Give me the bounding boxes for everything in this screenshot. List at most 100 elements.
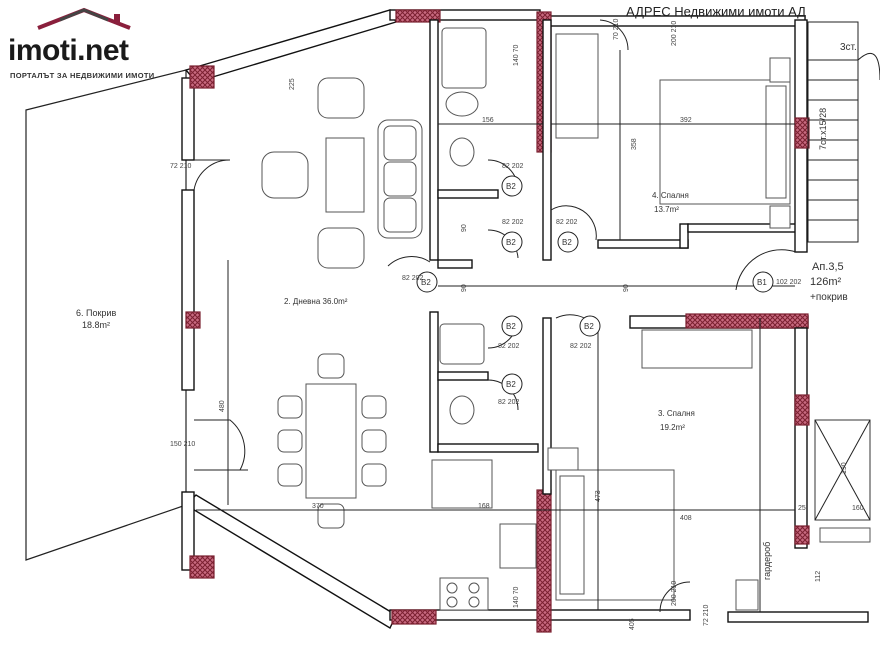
dining-chair	[361, 395, 387, 419]
column-right-2	[685, 313, 809, 329]
dim-text: 200 210	[671, 21, 678, 46]
room-name-cover: 6. Покрив	[76, 308, 116, 318]
door-size: 82 202	[402, 275, 424, 282]
dim-text: 405	[629, 618, 636, 630]
armchair-left	[261, 151, 309, 199]
column-bottom-1	[391, 609, 437, 625]
dim-text: 370	[312, 503, 324, 510]
apartment-area: 126m²	[810, 276, 842, 288]
sofa	[377, 119, 423, 239]
dim-text: 473	[595, 490, 602, 502]
door-tags	[416, 175, 774, 395]
dim-text: 408	[680, 515, 692, 522]
outer-wall-bottom	[184, 494, 397, 630]
door-size: 82 202	[570, 343, 592, 350]
dim-text: 156	[482, 117, 494, 124]
staircase	[807, 21, 880, 243]
dim-text: 112	[815, 571, 822, 582]
bedroom3-wall-right	[794, 327, 808, 549]
door-size: 82 202	[502, 219, 524, 226]
stairs-floor: 3ст.	[840, 42, 857, 53]
dining-chair	[277, 429, 303, 453]
dim-text: 160	[852, 505, 864, 512]
dim-text: 168	[478, 503, 490, 510]
washbasin	[445, 91, 479, 117]
bathtub	[441, 27, 487, 89]
column-bottom-2	[536, 489, 552, 633]
shower-area	[814, 419, 871, 521]
door-size: 82 202	[498, 399, 520, 406]
outer-wall-top	[184, 9, 397, 83]
armchair-top	[317, 77, 365, 119]
dim-text: 25	[798, 505, 806, 512]
door-label: B2	[506, 182, 516, 191]
column-left-mid	[185, 311, 201, 329]
bath2-wall-mid	[437, 371, 489, 381]
column-bottom-left	[189, 555, 215, 579]
dining-chair	[317, 353, 345, 379]
column-top-1	[395, 9, 441, 23]
logo-house-icon	[37, 7, 131, 30]
dim-text: 90	[461, 224, 468, 232]
stove	[439, 577, 489, 611]
logo-name[interactable]: imoti.net	[8, 34, 129, 67]
toilet-2	[449, 395, 475, 425]
door-size: 102 202	[776, 279, 801, 286]
bottom-wall-right	[727, 611, 869, 623]
door-size: 82 202	[498, 343, 520, 350]
bath-wall-horizontal	[437, 189, 499, 199]
corridor-wall-1	[437, 259, 473, 269]
dim-text: 200 210	[671, 581, 678, 606]
dim-text: 72 210	[170, 163, 192, 170]
column-right-4	[794, 525, 810, 545]
room-area-bedroom3: 19.2m²	[660, 423, 685, 432]
wardrobe-bedroom4	[555, 33, 599, 139]
apartment-name: Ап.3,5	[812, 261, 844, 273]
room-area-cover: 18.8m²	[82, 320, 110, 330]
bed-bedroom3	[547, 447, 675, 601]
door-label: B2	[584, 322, 594, 331]
sink-right	[819, 527, 871, 543]
door-label: B2	[421, 278, 431, 287]
dim-text: 358	[631, 138, 638, 150]
dining-chair	[277, 395, 303, 419]
room-name-living: 2. Дневна 36.0m²	[284, 297, 348, 306]
door-label: B2	[506, 380, 516, 389]
bed-bedroom4	[659, 57, 791, 229]
wardrobe-box	[735, 579, 759, 611]
dim-text: 225	[289, 78, 296, 90]
apartment-note: +покрив	[810, 292, 848, 303]
bath2-wall-left	[429, 311, 439, 453]
bedroom3-wall-left	[542, 317, 552, 495]
dim-text: 90	[461, 284, 468, 292]
toilet	[449, 137, 475, 167]
bath2-wall-bottom	[437, 443, 539, 453]
left-wall-upper	[181, 77, 195, 161]
bedroom4-wall-left	[542, 19, 552, 261]
dining-table	[305, 383, 357, 499]
door-label: B2	[506, 238, 516, 247]
logo-tagline: ПОРТАЛЪТ ЗА НЕДВИЖИМИ ИМОТИ	[10, 71, 155, 80]
stairs-steps: 7ст.х15/28	[818, 108, 828, 150]
desk-bedroom3	[641, 329, 753, 369]
door-size: 82 202	[556, 219, 578, 226]
column-right-1	[794, 117, 810, 149]
dim-text: 70 210	[613, 18, 620, 40]
dim-text: 392	[680, 117, 692, 124]
kitchen-counter	[431, 459, 493, 509]
bath-wall-left	[429, 19, 439, 261]
dim-text: 480	[219, 400, 226, 412]
kitchen-sink	[499, 523, 537, 569]
dim-text: 150 210	[170, 441, 195, 448]
bedroom4-wall-step	[679, 223, 689, 249]
door-size: 82 202	[502, 163, 524, 170]
column-right-3	[794, 394, 810, 426]
dim-text: 140 70	[513, 44, 520, 66]
armchair-bottom	[317, 227, 365, 269]
left-wall-middle	[181, 189, 195, 391]
shower-tray	[439, 323, 485, 365]
door-label: B2	[562, 238, 572, 247]
dim-text: 90	[623, 284, 630, 292]
room-name-bedroom4: 4. Спалня	[652, 191, 689, 200]
